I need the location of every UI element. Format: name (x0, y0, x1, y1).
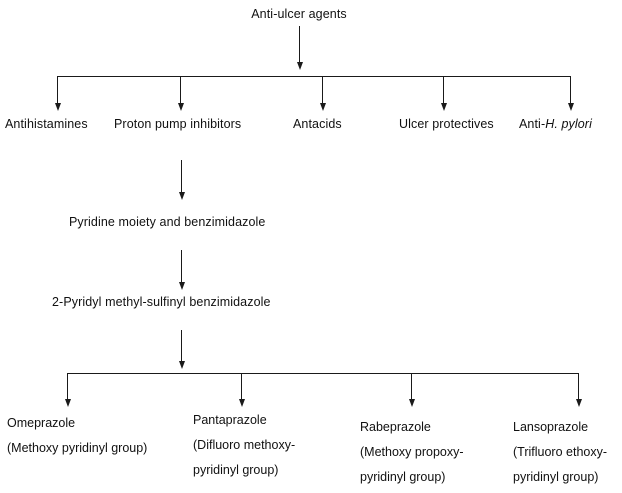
node-pantaprazole-line-2: (Difluoro methoxy- (193, 438, 296, 452)
node-anti-h-pylori: Anti-H. pylori (519, 112, 592, 137)
drop-level2-3 (322, 76, 323, 106)
node-pantaprazole-line-1: Pantaprazole (193, 413, 267, 427)
drop-level4-4 (578, 373, 579, 402)
node-anti-h-pylori-species: H. pylori (545, 117, 592, 131)
arrowhead-level2-4 (440, 103, 447, 111)
arrowhead-level4-1 (64, 399, 71, 407)
arrowhead-level2-5 (567, 103, 574, 111)
node-omeprazole: Omeprazole (Methoxy pyridinyl group) (7, 411, 147, 461)
arrowhead-level4-2 (238, 399, 245, 407)
connector-ppi-to-pyridine (181, 160, 182, 194)
node-antihistamines: Antihistamines (5, 117, 88, 131)
node-ulcer-protectives: Ulcer protectives (399, 117, 494, 131)
node-rabeprazole: Rabeprazole (Methoxy propoxy- pyridinyl … (360, 415, 464, 490)
node-pyridine-moiety-and-benzimidazole: Pyridine moiety and benzimidazole (69, 215, 266, 229)
arrowhead-ppi-to-pyridine (178, 192, 185, 200)
drop-level4-1 (67, 373, 68, 402)
arrowhead-pyridyl-to-bus (178, 361, 185, 369)
node-proton-pump-inhibitors: Proton pump inhibitors (114, 117, 242, 131)
arrowhead-root-to-bus (296, 62, 303, 70)
node-rabeprazole-line-3: pyridinyl group) (360, 470, 446, 484)
node-anti-h-pylori-prefix: Anti- (519, 117, 546, 131)
drop-level2-5 (570, 76, 571, 106)
node-omeprazole-line-1: Omeprazole (7, 416, 76, 430)
node-omeprazole-line-2: (Methoxy pyridinyl group) (7, 441, 148, 455)
arrowhead-level4-4 (575, 399, 582, 407)
node-rabeprazole-line-2: (Methoxy propoxy- (360, 445, 464, 459)
bus-level2 (57, 76, 571, 77)
connector-pyridine-to-pyridyl (181, 250, 182, 284)
drop-level2-2 (180, 76, 181, 106)
arrowhead-level2-2 (177, 103, 184, 111)
node-anti-ulcer-agents: Anti-ulcer agents (251, 7, 347, 21)
arrowhead-level2-3 (319, 103, 326, 111)
drop-level2-4 (443, 76, 444, 106)
drop-level2-1 (57, 76, 58, 106)
node-2-pyridyl-methyl-sulfinyl-benzimidazole: 2-Pyridyl methyl-sulfinyl benzimidazole (52, 295, 271, 309)
connector-pyridyl-to-bus (181, 330, 182, 364)
node-pantaprazole-line-3: pyridinyl group) (193, 463, 279, 477)
node-lansoprazole: Lansoprazole (Trifluoro ethoxy- pyridiny… (513, 415, 607, 490)
node-rabeprazole-line-1: Rabeprazole (360, 420, 431, 434)
node-lansoprazole-line-2: (Trifluoro ethoxy- (513, 445, 608, 459)
arrowhead-level2-1 (54, 103, 61, 111)
connector-root-to-bus (299, 26, 300, 64)
node-lansoprazole-line-1: Lansoprazole (513, 420, 589, 434)
bus-level4 (67, 373, 578, 374)
arrowhead-level4-3 (408, 399, 415, 407)
arrowhead-pyridine-to-pyridyl (178, 282, 185, 290)
node-antacids: Antacids (293, 117, 342, 131)
node-pantaprazole: Pantaprazole (Difluoro methoxy- pyridiny… (193, 408, 295, 483)
drop-level4-2 (241, 373, 242, 402)
node-lansoprazole-line-3: pyridinyl group) (513, 470, 599, 484)
drop-level4-3 (411, 373, 412, 402)
